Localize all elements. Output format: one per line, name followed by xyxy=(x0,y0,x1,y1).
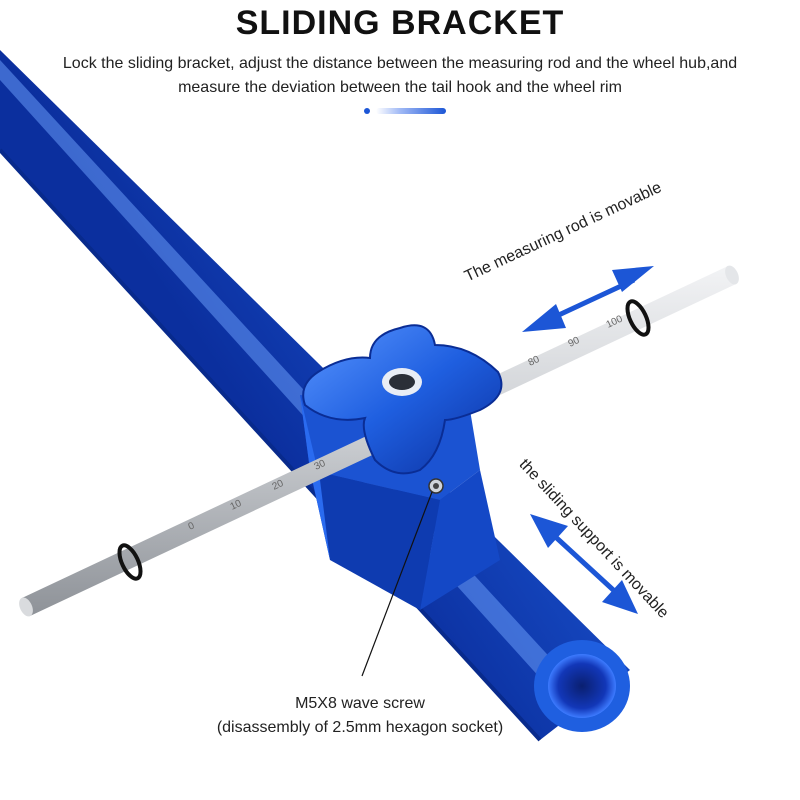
scale-mark: 20 xyxy=(271,478,286,493)
double-arrow-icon xyxy=(530,514,638,614)
hex-socket-screw-icon xyxy=(428,478,444,494)
tube-end xyxy=(534,640,630,732)
scale-mark: 80 xyxy=(527,354,542,369)
star-knob-icon xyxy=(302,324,503,475)
scale-mark: 90 xyxy=(567,335,582,350)
scale-mark: 30 xyxy=(313,458,328,473)
screw-note: (disassembly of 2.5mm hexagon socket) xyxy=(216,719,504,736)
screw-leader-line xyxy=(361,491,433,677)
screw-annotation: M5X8 wave screw (disassembly of 2.5mm he… xyxy=(180,692,540,740)
scale-mark: 0 xyxy=(187,520,197,533)
page-title: SLIDING BRACKET xyxy=(235,4,565,42)
accent-bar xyxy=(364,108,446,114)
scale-mark: 10 xyxy=(229,498,244,513)
page-subtitle: Lock the sliding bracket, adjust the dis… xyxy=(62,55,738,96)
double-arrow-icon xyxy=(522,266,654,332)
rod-scale: 0 10 20 30 80 90 100 xyxy=(187,314,625,533)
screw-name: M5X8 wave screw xyxy=(295,695,425,712)
